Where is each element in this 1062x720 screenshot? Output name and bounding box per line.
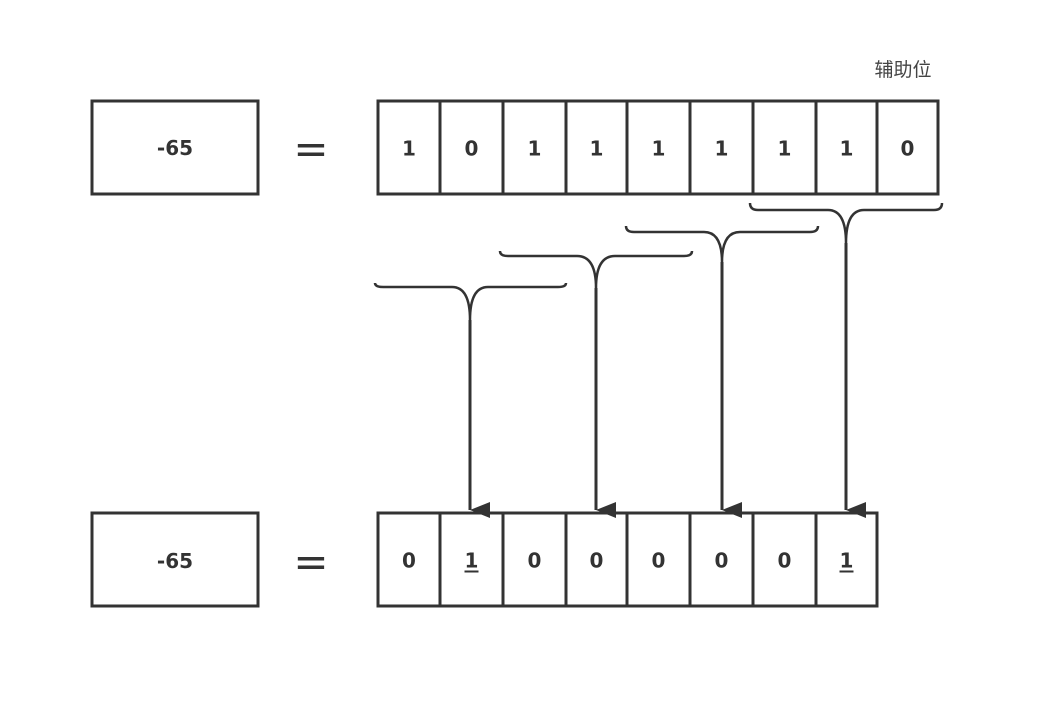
bottom-bit-value: 0 [778, 549, 792, 573]
top-bit-value: 1 [590, 137, 604, 161]
bottom-equals-sign: = [293, 537, 328, 586]
top-value-box [90, 99, 260, 196]
bottom-row: -65 = 0 1 0 0 0 0 0 1 [90, 511, 879, 608]
top-row: -65 = 1 0 1 1 1 1 1 1 0 [90, 99, 940, 196]
top-bit-value: 1 [402, 137, 416, 161]
top-bit-value: 1 [778, 137, 792, 161]
top-equals-sign: = [293, 124, 328, 173]
top-bit-value: 1 [528, 137, 542, 161]
brace-4 [748, 202, 944, 244]
bottom-bit-value: 0 [715, 549, 729, 573]
top-bit-value: 1 [715, 137, 729, 161]
shift-arrows [468, 243, 866, 518]
top-value-text: -65 [157, 136, 193, 160]
top-bit-value: 1 [840, 137, 854, 161]
top-bit-value: 1 [652, 137, 666, 161]
bottom-bit-value: 1 [465, 549, 479, 573]
top-bit-cells: 1 0 1 1 1 1 1 1 0 [376, 99, 940, 196]
bottom-bit-cell [814, 511, 879, 608]
bottom-bit-value: 0 [652, 549, 666, 573]
top-bit-value: 0 [901, 137, 915, 161]
top-bit-cell [875, 99, 940, 196]
aux-bit-label: 辅助位 [874, 59, 931, 81]
bottom-value-text: -65 [157, 549, 193, 573]
bottom-bit-value: 0 [528, 549, 542, 573]
brace-2 [498, 250, 694, 289]
brace-1 [373, 282, 568, 321]
bottom-bit-value: 1 [840, 549, 854, 573]
top-bit-value: 0 [465, 137, 479, 161]
bottom-bit-cells: 0 1 0 0 0 0 0 1 [376, 511, 879, 608]
bottom-value-box [90, 511, 260, 608]
bottom-bit-value: 0 [590, 549, 604, 573]
grouping-braces [373, 202, 944, 321]
bottom-bit-value: 0 [402, 549, 416, 573]
